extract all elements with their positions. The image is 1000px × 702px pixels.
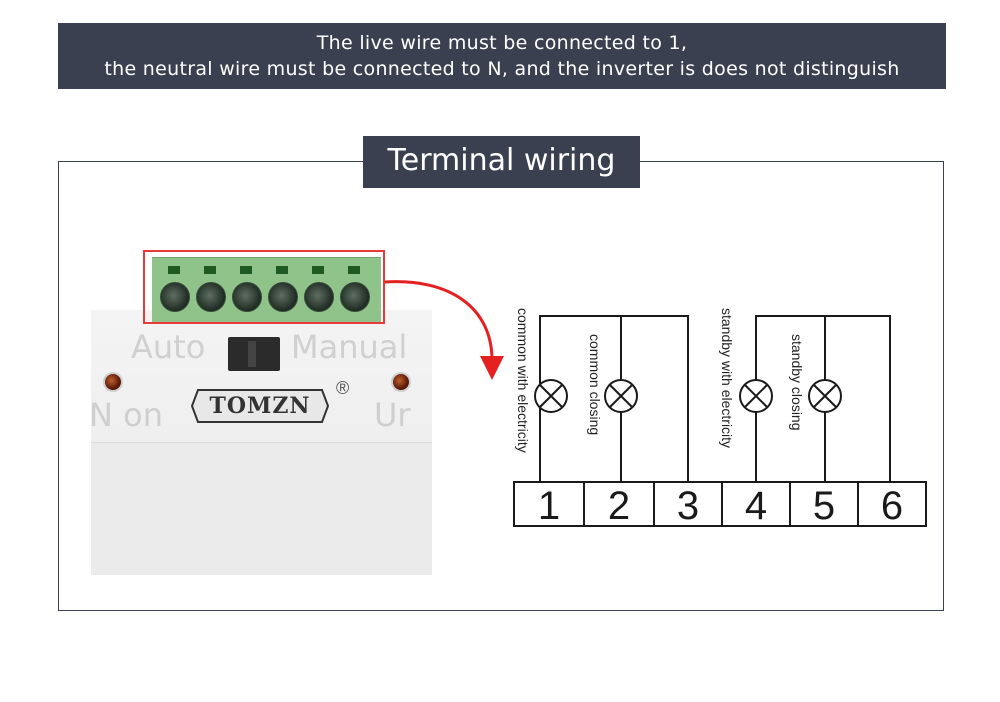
- terminal-screw: [268, 282, 298, 312]
- terminal-block: [152, 257, 381, 322]
- terminal-screw: [304, 282, 334, 312]
- terminal-slot: [204, 266, 216, 274]
- lamp-icon: [534, 379, 568, 413]
- terminal-screw: [232, 282, 262, 312]
- lamp-icon: [739, 379, 773, 413]
- wiring-diagram: common with electricity common closing s…: [513, 308, 927, 528]
- registered-mark: ®: [336, 378, 350, 398]
- label-common-with-electricity: common with electricity: [515, 308, 531, 453]
- banner-line-2: the neutral wire must be connected to N,…: [104, 58, 900, 80]
- terminal-slot: [168, 266, 180, 274]
- device-lower-panel: [91, 442, 432, 575]
- lamp-icon: [808, 379, 842, 413]
- terminal-slot: [348, 266, 360, 274]
- lamp-icon: [604, 379, 638, 413]
- device-body: Auto Manual N on Ur TOMZN ®: [91, 310, 432, 575]
- brand-name: TOMZN: [209, 393, 311, 419]
- terminal-screw: [160, 282, 190, 312]
- terminal-number-6: 6: [881, 484, 903, 528]
- terminal-slot: [276, 266, 288, 274]
- banner-line-1: The live wire must be connected to 1,: [316, 32, 688, 54]
- terminal-screw: [340, 282, 370, 312]
- terminal-number-4: 4: [745, 484, 767, 528]
- terminal-slot: [312, 266, 324, 274]
- label-standby-with-electricity: standby with electricity: [719, 308, 735, 448]
- terminal-slot: [240, 266, 252, 274]
- mode-switch-knob: [228, 337, 280, 371]
- terminal-highlight-box: [143, 250, 385, 324]
- curved-arrow-icon: [384, 280, 504, 380]
- indicator-led-left: [103, 372, 123, 392]
- terminal-number-2: 2: [608, 484, 630, 528]
- mode-label-auto: Auto: [131, 328, 206, 366]
- side-label-right: Ur: [374, 396, 411, 434]
- top-banner: The live wire must be connected to 1, th…: [58, 23, 946, 89]
- side-label-left: N on: [91, 396, 163, 434]
- indicator-led-right: [391, 372, 411, 392]
- label-standby-closing: standby closing: [789, 334, 805, 431]
- terminal-number-1: 1: [538, 484, 560, 528]
- terminal-strip: [513, 481, 927, 527]
- label-common-closing: common closing: [587, 334, 603, 435]
- terminal-number-5: 5: [813, 484, 835, 528]
- brand-logo: TOMZN: [190, 386, 330, 426]
- section-title: Terminal wiring: [363, 136, 640, 188]
- terminal-number-3: 3: [677, 484, 699, 528]
- mode-label-manual: Manual: [291, 328, 408, 366]
- terminal-screw: [196, 282, 226, 312]
